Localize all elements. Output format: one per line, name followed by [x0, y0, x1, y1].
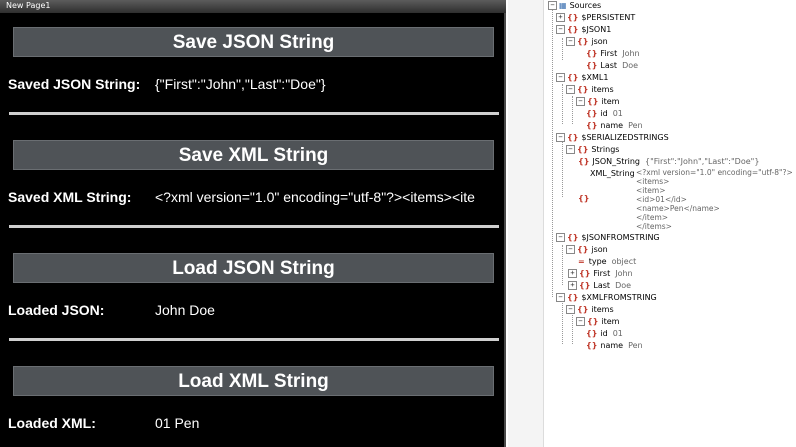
object-icon: {} [579, 281, 591, 290]
tree-node-xmlfromstring[interactable]: −{}$XMLFROMSTRING [556, 292, 657, 303]
collapse-icon[interactable]: − [566, 37, 575, 46]
saved-json-label: Saved JSON String: [8, 76, 141, 92]
object-icon: {} [586, 49, 598, 58]
tree-leaf-json-string[interactable]: {}JSON_String{"First":"John","Last":"Doe… [578, 157, 760, 166]
tree-guide [562, 296, 563, 344]
object-icon: {} [577, 85, 589, 94]
sources-icon: ▦ [559, 1, 567, 10]
object-icon: {} [567, 133, 579, 142]
vertical-scrollbar[interactable] [508, 0, 544, 447]
object-icon: {} [578, 157, 590, 166]
tree-guide [572, 96, 573, 124]
object-icon: {} [577, 37, 589, 46]
sources-tree: −▦Sources +{}$PERSISTENT −{}$JSON1 −{}js… [546, 0, 796, 447]
object-icon: {} [567, 73, 579, 82]
object-icon: {} [587, 97, 599, 106]
object-icon: {} [577, 145, 589, 154]
tree-leaf-xml-string[interactable]: XML_String [590, 169, 635, 178]
load-json-button[interactable]: Load JSON String [13, 253, 494, 283]
saved-json-value: {"First":"John","Last":"Doe"} [155, 76, 326, 92]
object-icon: {} [586, 341, 598, 350]
tree-node-item[interactable]: −{}item [576, 316, 619, 327]
separator [9, 225, 499, 228]
object-icon: {} [567, 233, 579, 242]
loaded-json-label: Loaded JSON: [8, 302, 105, 318]
expand-icon[interactable]: + [568, 281, 577, 290]
saved-xml-value: <?xml version="1.0" encoding="utf-8"?><i… [155, 189, 475, 205]
tree-guide [552, 10, 553, 297]
object-icon: {} [578, 194, 590, 203]
tree-node-persistent[interactable]: +{}$PERSISTENT [556, 12, 635, 23]
load-xml-button[interactable]: Load XML String [13, 366, 494, 396]
collapse-icon[interactable]: − [566, 145, 575, 154]
object-icon: {} [586, 329, 598, 338]
object-icon: {} [586, 61, 598, 70]
tree-leaf-xml-string-icon: {} [578, 193, 592, 204]
tree-node-xml1[interactable]: −{}$XML1 [556, 72, 608, 83]
separator [9, 112, 499, 115]
object-icon: {} [567, 13, 579, 22]
collapse-icon[interactable]: − [556, 293, 565, 302]
collapse-icon[interactable]: − [576, 97, 585, 106]
expand-icon[interactable]: + [568, 269, 577, 278]
saved-xml-label: Saved XML String: [8, 189, 132, 205]
collapse-icon[interactable]: − [556, 73, 565, 82]
object-icon: {} [567, 25, 579, 34]
tree-guide [572, 308, 573, 344]
expand-icon[interactable]: + [556, 13, 565, 22]
page-content: Save JSON String Saved JSON String: {"Fi… [0, 13, 506, 447]
tree-guide [562, 84, 563, 124]
tree-node-strings[interactable]: −{}Strings [566, 144, 619, 155]
object-icon: {} [577, 305, 589, 314]
tree-guide [562, 38, 563, 60]
collapse-icon[interactable]: − [566, 85, 575, 94]
save-json-button[interactable]: Save JSON String [13, 27, 494, 57]
tree-node-serializedstrings[interactable]: −{}$SERIALIZEDSTRINGS [556, 132, 669, 143]
object-icon: {} [586, 121, 598, 130]
xml-string-value: <?xml version="1.0" encoding="utf-8"?> <… [636, 168, 793, 231]
collapse-icon[interactable]: − [556, 133, 565, 142]
collapse-icon[interactable]: − [566, 245, 575, 254]
tree-node-jsonfromstring[interactable]: −{}$JSONFROMSTRING [556, 232, 660, 243]
tree-node-json[interactable]: −{}json [566, 36, 608, 47]
collapse-icon[interactable]: − [556, 25, 565, 34]
separator [9, 338, 499, 341]
tree-node-item[interactable]: −{}item [576, 96, 619, 107]
collapse-icon[interactable]: − [548, 1, 557, 10]
object-icon: {} [577, 245, 589, 254]
tree-node-json[interactable]: −{}json [566, 244, 608, 255]
object-icon: {} [579, 269, 591, 278]
collapse-icon[interactable]: − [576, 317, 585, 326]
page-title: New Page1 [6, 1, 51, 10]
loaded-json-value: John Doe [155, 302, 215, 318]
tree-guide [562, 142, 563, 197]
tree-guide [562, 245, 563, 285]
preview-panel: New Page1 Save JSON String Saved JSON St… [0, 0, 506, 447]
object-icon: {} [567, 293, 579, 302]
save-xml-button[interactable]: Save XML String [13, 140, 494, 170]
tree-node-sources[interactable]: −▦Sources [548, 0, 601, 11]
tree-node-json1[interactable]: −{}$JSON1 [556, 24, 611, 35]
loaded-xml-value: 01 Pen [155, 415, 200, 431]
object-icon: {} [586, 109, 598, 118]
tree-node-items[interactable]: −{}items [566, 304, 614, 315]
collapse-icon[interactable]: − [566, 305, 575, 314]
page-tab[interactable]: New Page1 [0, 0, 506, 13]
loaded-xml-label: Loaded XML: [8, 415, 96, 431]
tree-node-items[interactable]: −{}items [566, 84, 614, 95]
collapse-icon[interactable]: − [556, 233, 565, 242]
object-icon: {} [587, 317, 599, 326]
equals-icon: = [578, 257, 585, 266]
